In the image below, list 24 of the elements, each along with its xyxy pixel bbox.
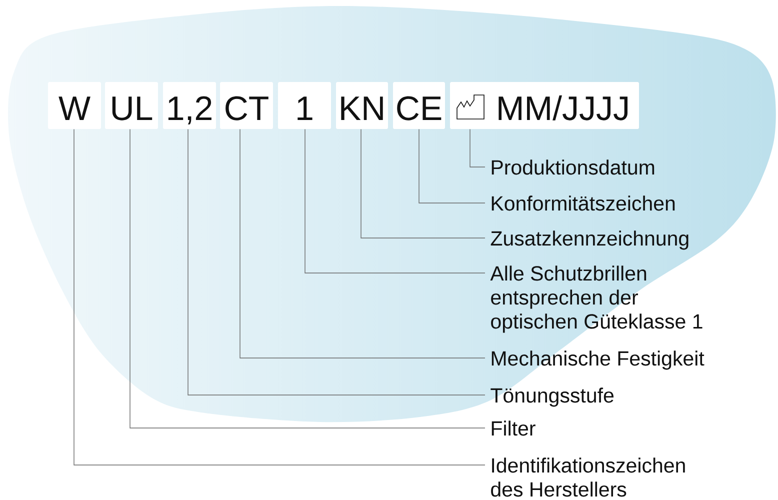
leader-line — [188, 128, 486, 396]
leader-line — [418, 128, 486, 204]
marking-box: W — [48, 82, 101, 129]
label-text: Identifikationszeichen des Herstellers — [491, 458, 685, 497]
marking-box: 1 — [278, 82, 331, 129]
marking-box: UL — [105, 82, 158, 129]
marking-box: CT — [220, 82, 273, 129]
marking-box: CE — [393, 82, 445, 129]
marking-box: MM/JJJJ — [450, 82, 639, 129]
label-text: Produktionsdatum — [492, 160, 654, 175]
label-text: Filter — [492, 420, 536, 436]
leader-line — [130, 128, 486, 428]
label-text: Zusatzkennzeichnung — [490, 230, 688, 250]
label-text: Konformitätszeichen — [492, 196, 675, 211]
label-text: Mechanische Festigkeit — [492, 350, 704, 370]
marking-box: 1,2 — [163, 82, 216, 129]
label-text: Tönungsstufe — [490, 388, 614, 407]
leader-line — [360, 128, 486, 238]
leader-line — [74, 128, 486, 466]
leader-line — [240, 128, 486, 358]
label-text: Alle Schutzbrillen entsprechen der optischen Güteklasse 1 — [490, 266, 702, 333]
leader-line — [470, 128, 486, 168]
leader-line — [304, 128, 486, 274]
marking-box: KN — [336, 82, 388, 129]
